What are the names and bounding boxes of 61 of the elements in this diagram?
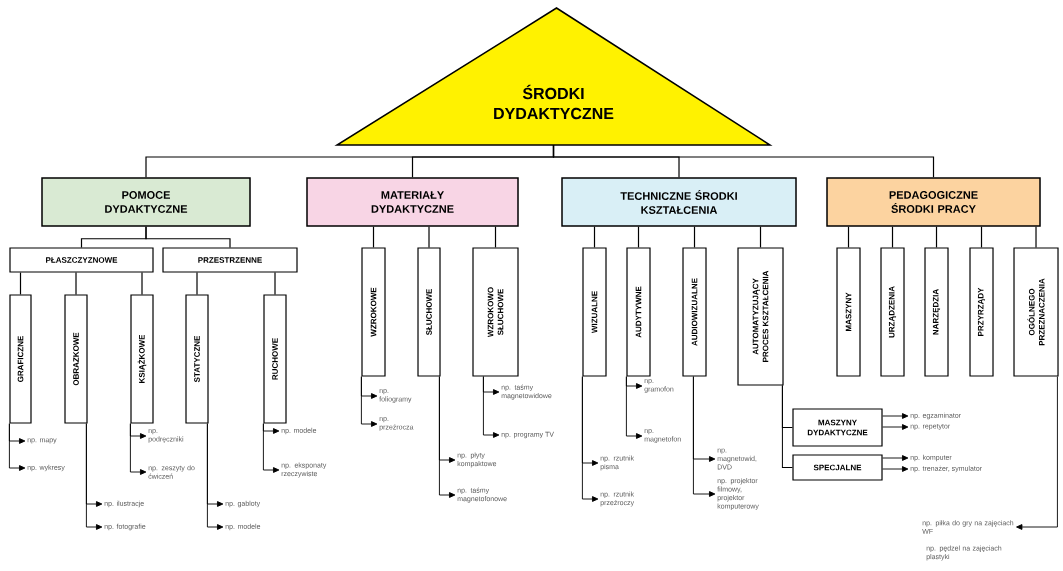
category-box: MASZYNY DYDAKTYCZNE [792,408,883,447]
connector-line [692,376,716,497]
category-box: SPECJALNE [792,454,883,481]
connector-line [882,466,909,472]
connector-line [552,144,935,178]
connector-line [625,376,643,439]
connector-line [593,226,596,248]
category-box: STATYCZNE [185,294,209,424]
category-box: URZĄDZENIA [880,247,905,377]
connector-line [693,226,696,248]
connector-line [581,376,599,502]
connector-line [19,272,22,295]
category-box: POMOCE DYDAKTYCZNE [41,177,251,227]
connector-line [882,424,909,430]
category-box: MATERIAŁY DYDAKTYCZNE [306,177,519,227]
category-box: PŁASZCZYZNOWE [9,247,154,273]
category-box: TECHNICZNE ŚRODKI KSZTAŁCENIA [561,177,797,227]
connector-line [8,423,26,471]
category-box: PRZESTRZENNE [162,247,298,273]
connector-line [847,226,850,248]
category-box: SŁUCHOWE [417,247,441,377]
category-box: KSIĄŻKOWE [130,294,154,424]
category-box: WIZUALNE [582,247,607,377]
connector-line [206,423,224,530]
connector-line [637,226,640,248]
connector-line [438,376,456,498]
category-box: OGÓLNEGO PRZEZNACZENIA [1013,247,1059,377]
connector-line [494,226,497,248]
category-box: AUDIOWIZUALNE [682,247,707,377]
connector-line [482,376,500,438]
category-box: AUDYTYWNE [626,247,651,377]
category-box: MASZYNY [836,247,861,377]
connector-line [262,423,280,473]
connector-line [145,226,231,248]
category-box: GRAFICZNE [9,294,32,424]
connector-line [372,226,375,248]
connector-line [935,226,938,248]
connector-line [274,272,276,295]
category-box: PRZYRZĄDY [969,247,994,377]
connector-line [75,272,77,295]
connector-line [129,423,147,475]
category-box: NARZĘDZIA [924,247,949,377]
connector-line [360,376,378,427]
connector-line [891,226,894,248]
connector-line [882,413,909,419]
connector-line [428,226,430,248]
connector-line [196,272,198,295]
connector-line [759,226,762,248]
connector-line [1016,376,1058,530]
connector-line [1035,226,1037,248]
category-box: OBRAZKOWE [64,294,88,424]
connector-line [882,455,909,461]
connector-line [980,226,983,248]
category-box: WZROKOWE [361,247,386,377]
connector-line [141,272,143,295]
category-box: AUTOMATYZUJĄCY PROCES KSZTAŁCENIA [737,247,784,386]
connector-line [85,423,103,530]
category-box: WZROKOWO SŁUCHOWE [472,247,519,377]
category-box: PEDAGOGICZNE ŚRODKI PRACY [826,177,1041,227]
connector-line [781,385,793,468]
category-box: RUCHOWE [263,294,287,424]
